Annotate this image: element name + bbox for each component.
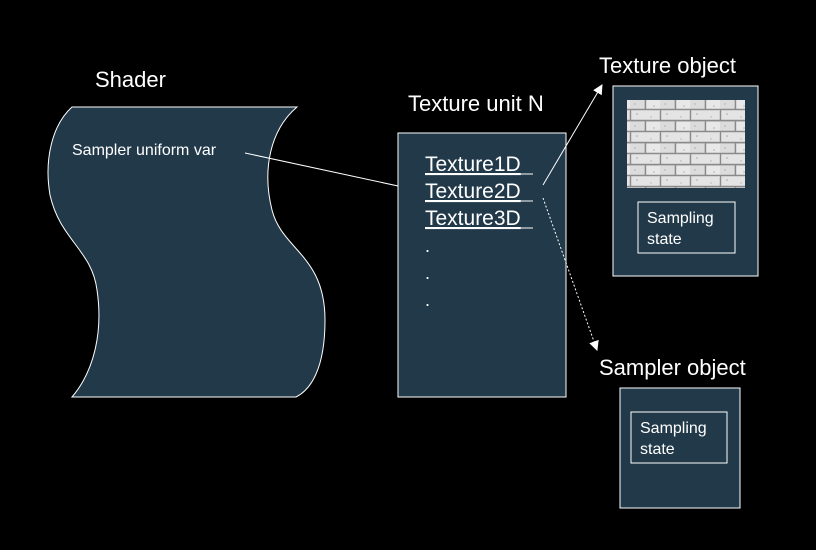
ellipsis-dot: . xyxy=(425,263,430,283)
brick-texture-image xyxy=(627,100,745,188)
sampler-sampling-state-box xyxy=(630,411,728,464)
target-texture3d: Texture3D xyxy=(425,207,521,230)
sampler-sampling-state-line2: state xyxy=(640,441,675,458)
texture-object-title: Texture object xyxy=(599,53,736,78)
ellipsis-dot: . xyxy=(425,236,430,256)
texture-unit-to-texture-object-arrow xyxy=(542,84,603,186)
texture-sampling-state-box xyxy=(637,201,736,254)
texture-unit-title: Texture unit N xyxy=(408,91,544,116)
texture-sampling-state-line2: state xyxy=(647,231,682,248)
sampler-sampling-state-line1: Sampling xyxy=(640,420,707,437)
shader-shape xyxy=(47,106,326,398)
target-texture2d: Texture2D xyxy=(425,180,521,203)
sampler-uniform-label: Sampler uniform var xyxy=(72,142,217,159)
target-texture1d: Texture1D xyxy=(425,153,521,176)
uniform-to-texture-unit-arrow xyxy=(244,152,413,192)
shader-title: Shader xyxy=(95,67,166,92)
texture-unit-box xyxy=(397,132,567,398)
ellipsis-dot: . xyxy=(425,290,430,310)
texture-unit-to-sampler-object-arrow xyxy=(542,197,599,351)
texture-sampling-state-line1: Sampling xyxy=(647,210,714,227)
sampler-object-title: Sampler object xyxy=(599,355,746,380)
